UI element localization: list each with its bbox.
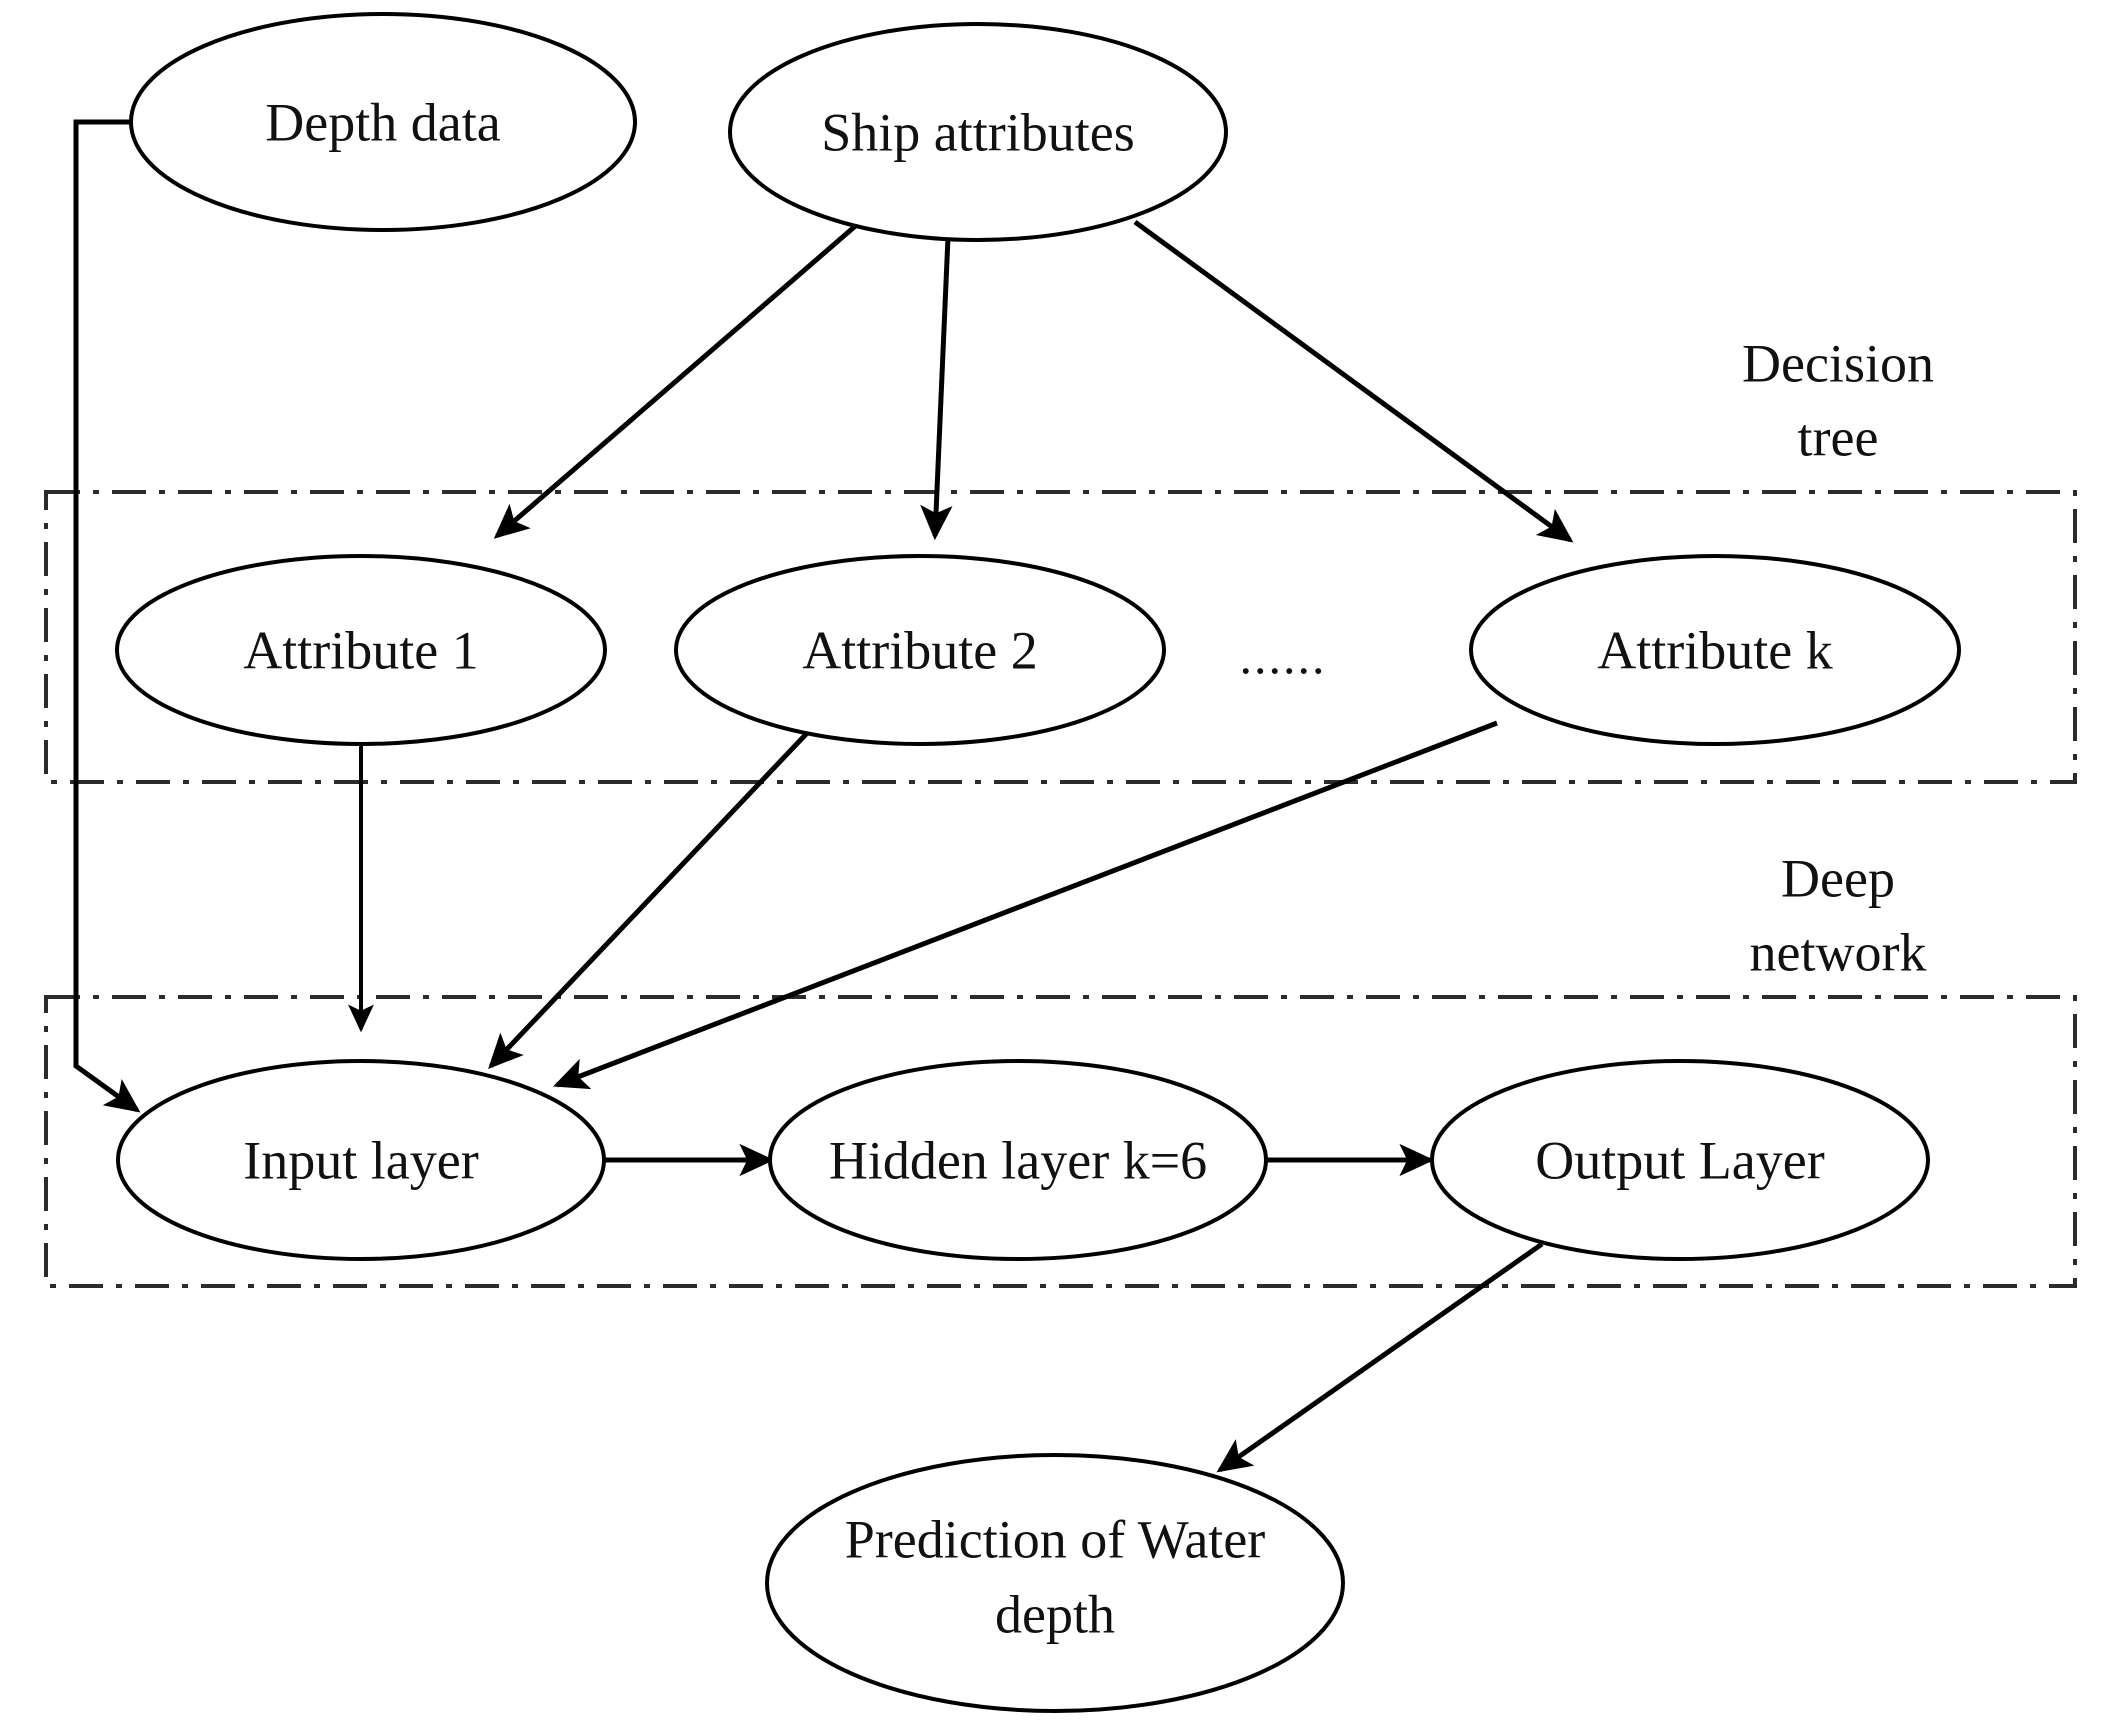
node-hidden-layer[interactable]: Hidden layer k=6: [768, 1059, 1268, 1261]
decision-tree-label-line-2: tree: [1798, 407, 1879, 467]
depth-data-label: Depth data: [265, 92, 500, 152]
attribute-2-label: Attribute 2: [802, 620, 1037, 680]
attribute-2-ellipse: [674, 554, 1166, 746]
hidden-layer-label: Hidden layer k=6: [829, 1130, 1207, 1190]
node-attribute-k[interactable]: Attribute k: [1469, 554, 1961, 746]
ship-attributes-label: Ship attributes: [821, 102, 1134, 162]
output-layer-ellipse: [1430, 1059, 1930, 1261]
prediction-label-line-1: Prediction of Water: [845, 1509, 1266, 1569]
edge-attribute-k-to-input-layer: [553, 720, 1498, 1090]
input-layer-label: Input layer: [243, 1130, 478, 1190]
node-output-layer[interactable]: Output Layer: [1430, 1059, 1930, 1261]
edge-depth-data-to-input-layer: [73, 119, 141, 1113]
prediction-ellipse: [765, 1453, 1345, 1713]
node-depth-data[interactable]: Depth data: [129, 12, 637, 232]
attribute-k-label: Attribute k: [1597, 620, 1832, 680]
group-label-deep-network: Deep network: [1750, 848, 1927, 982]
node-attribute-1[interactable]: Attribute 1: [115, 554, 607, 746]
deep-network-label-line-2: network: [1750, 922, 1927, 982]
ship-attributes-ellipse: [728, 22, 1228, 242]
edge-ship-attributes-to-attribute-1: [493, 220, 862, 539]
depth-data-ellipse: [129, 12, 637, 232]
edge-attribute-2-to-input-layer: [488, 728, 812, 1070]
edge-ship-attributes-to-attribute-k: [1133, 219, 1574, 543]
node-ship-attributes[interactable]: Ship attributes: [728, 22, 1228, 242]
input-layer-ellipse: [116, 1059, 606, 1261]
group-label-decision-tree: Decision tree: [1742, 333, 1934, 467]
group-box-deep-network: [44, 995, 2077, 1288]
attribute-ellipsis-label: ......: [1240, 628, 1327, 684]
deep-network-label-line-1: Deep: [1781, 848, 1895, 908]
attribute-k-ellipse: [1469, 554, 1961, 746]
hidden-layer-ellipse: [768, 1059, 1268, 1261]
edge-ship-attributes-to-attribute-2: [920, 236, 953, 541]
node-prediction[interactable]: Prediction of Water depth: [765, 1453, 1345, 1713]
edge-output-layer-to-prediction: [1216, 1241, 1544, 1473]
node-input-layer[interactable]: Input layer: [116, 1059, 606, 1261]
group-box-decision-tree: [44, 490, 2077, 784]
node-attribute-2[interactable]: Attribute 2: [674, 554, 1166, 746]
decision-tree-label-line-1: Decision: [1742, 333, 1934, 393]
attribute-1-label: Attribute 1: [243, 620, 478, 680]
prediction-label-line-2: depth: [995, 1584, 1115, 1644]
output-layer-label: Output Layer: [1535, 1130, 1824, 1190]
attribute-1-ellipse: [115, 554, 607, 746]
